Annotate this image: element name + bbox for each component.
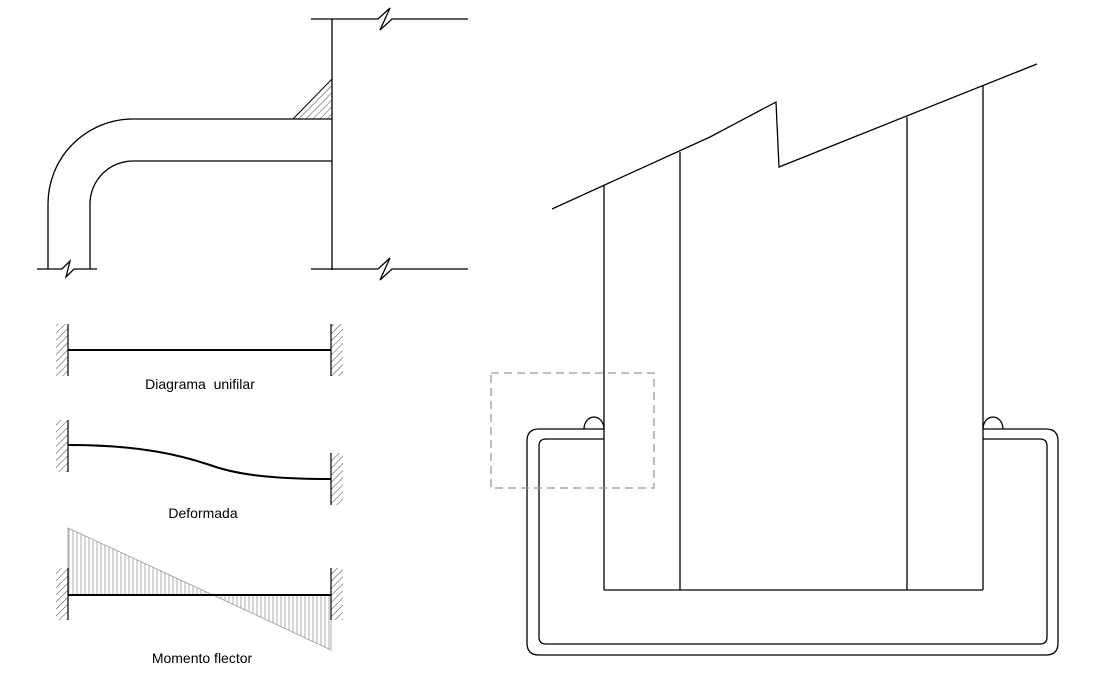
weld-triangle xyxy=(291,77,333,120)
deformed-diagram xyxy=(56,420,343,505)
moment-area-left xyxy=(67,527,214,596)
right-support-hatch xyxy=(331,453,343,505)
single-line-diagram xyxy=(56,324,343,376)
u-bracket-outer xyxy=(526,428,1059,656)
right-support-hatch xyxy=(331,324,343,376)
top-break-line xyxy=(311,7,468,31)
u-bracket-inner xyxy=(538,438,1048,645)
single-line-diagram-label: Diagrama unifilar xyxy=(145,376,255,392)
bent-tube-inner xyxy=(89,160,332,269)
bracket-detail xyxy=(490,63,1059,656)
left-support-hatch xyxy=(56,568,68,620)
bent-tube-outer xyxy=(47,118,332,269)
moment-area-right xyxy=(212,594,332,651)
deformed-diagram-label: Deformada xyxy=(168,505,238,521)
bending-moment-label: Momento flector xyxy=(151,650,253,666)
deformed-beam-curve xyxy=(67,444,332,480)
detail-callout-box xyxy=(490,372,655,489)
left-support-hatch xyxy=(56,420,68,472)
bending-moment-diagram xyxy=(56,527,343,651)
weld-bead-right xyxy=(982,416,1004,430)
tube-break-line xyxy=(37,258,97,280)
weld-bead-left xyxy=(583,416,605,430)
bottom-break-line xyxy=(311,257,468,281)
right-support-hatch xyxy=(331,568,343,620)
left-support-hatch xyxy=(56,324,68,376)
column-weld-detail xyxy=(37,7,468,281)
top-slope-break-line xyxy=(551,63,1038,210)
